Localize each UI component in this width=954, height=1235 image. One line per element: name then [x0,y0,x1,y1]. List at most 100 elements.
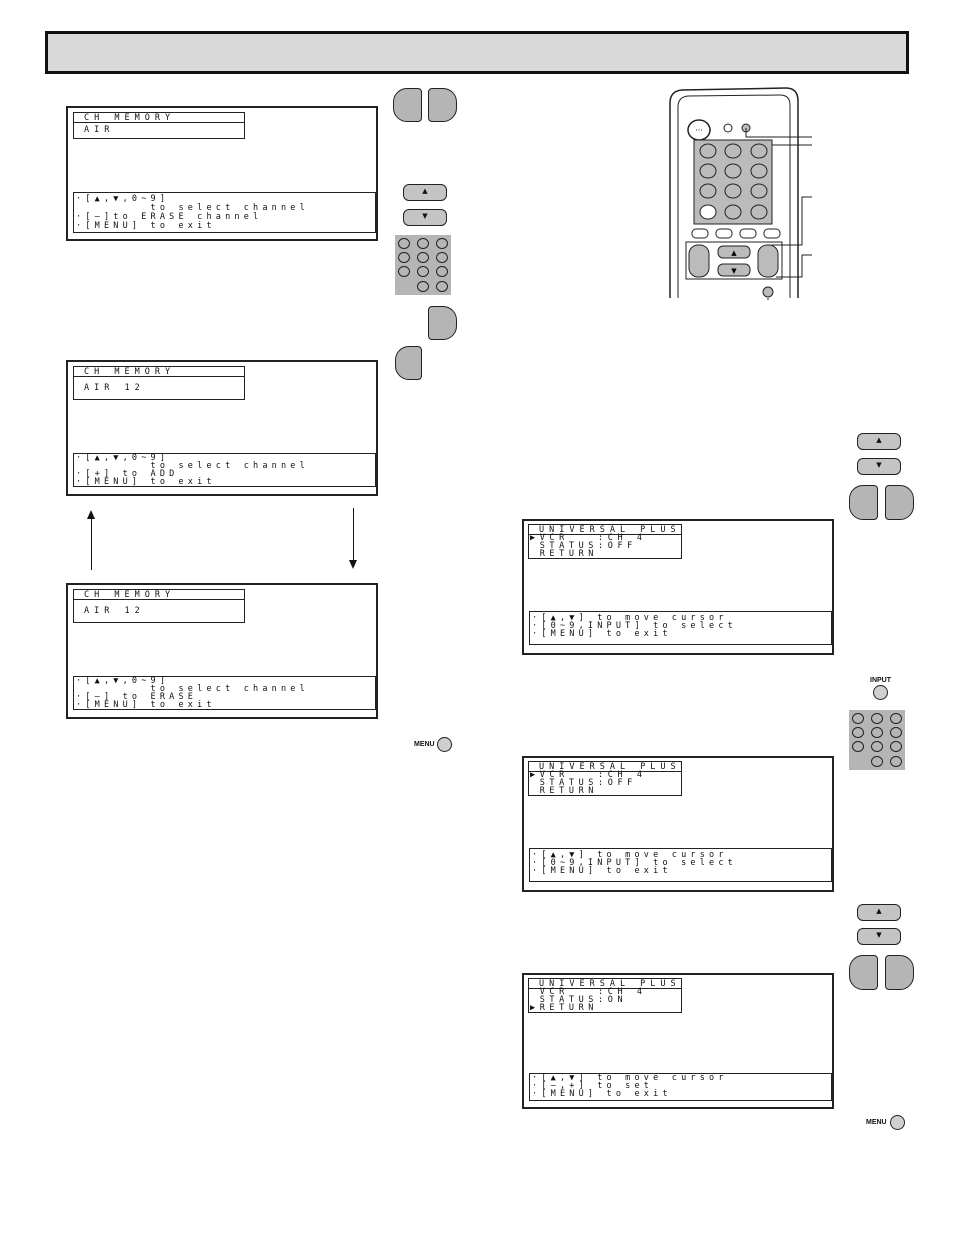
flow-arrow-up [91,518,92,570]
osd-title: CH MEMORY [84,590,176,600]
osd-title-box: CH MEMORY AIR 12 [73,366,245,400]
menu-item-return[interactable]: ▶RETURN [530,1003,599,1013]
osd-help-box: ·[▲,▼] to move cursor ·[0~9,INPUT] to se… [529,611,832,645]
key-6[interactable] [890,727,902,738]
arrow-down-icon [349,560,357,569]
volume-down-button[interactable] [849,485,878,520]
key-5[interactable] [871,727,883,738]
flow-arrow-down [353,508,354,564]
help-line: ·[MENU] to exit [76,221,216,231]
help-line: ·[–]to ERASE channel [76,212,263,222]
help-line: ·[▲,▼,0~9] [76,676,170,686]
help-line: to select channel [76,684,309,694]
menu-label: MENU [414,741,435,748]
menu-item-status[interactable]: STATUS:OFF [530,541,637,551]
universal-plus-screen-2: UNIVERSAL PLUS ▶VCR :CH 4 STATUS:OFF RET… [522,756,834,892]
help-line: ·[▲,▼] to move cursor [532,613,728,623]
key-100[interactable] [871,756,883,767]
menu-item-return[interactable]: RETURN [530,549,599,559]
menu-item-vcr[interactable]: VCR :CH 4 [530,987,647,997]
osd-title: UNIVERSAL PLUS [539,525,681,535]
osd-help-box: ·[▲,▼] to move cursor ·[–,+] to set ·[ME… [529,1073,832,1101]
volume-up-button[interactable] [885,955,914,990]
osd-title: CH MEMORY [84,113,176,123]
osd-value: AIR [84,125,115,135]
help-line: ·[MENU] to exit [532,866,672,876]
key-4[interactable] [852,727,864,738]
remote-tv-button[interactable] [723,123,733,133]
volume-down-button[interactable] [849,955,878,990]
up-arrow-button[interactable]: ▲ [403,184,447,201]
key-1[interactable] [852,713,864,724]
osd-title: CH MEMORY [84,367,176,377]
down-arrow-button[interactable]: ▼ [857,928,901,945]
key-7[interactable] [852,741,864,752]
osd-help-box: ·[▲,▼,0~9] to select channel ·[–]to ERAS… [73,192,376,233]
menu-item-return[interactable]: RETURN [530,786,599,796]
universal-plus-screen-3: UNIVERSAL PLUS VCR :CH 4 STATUS:ON ▶RETU… [522,973,834,1109]
key-0[interactable] [436,281,448,292]
remote-up-glyph: ▲ [731,249,737,257]
up-arrow-button[interactable]: ▲ [857,433,901,450]
help-line: ·[0~9,INPUT] to select [532,621,737,631]
osd-title: UNIVERSAL PLUS [539,979,681,989]
key-6[interactable] [436,252,448,263]
key-2[interactable] [871,713,883,724]
menu-button[interactable] [437,737,452,752]
osd-title: UNIVERSAL PLUS [539,762,681,772]
input-button[interactable] [873,685,888,700]
osd-title-box: UNIVERSAL PLUS [528,761,682,796]
help-line: ·[0~9,INPUT] to select [532,858,737,868]
remote-volume-down[interactable] [688,244,710,278]
key-9[interactable] [436,266,448,277]
menu-item-vcr[interactable]: ▶VCR :CH 4 [530,770,647,780]
help-line: ·[MENU] to exit [532,1089,672,1099]
key-2[interactable] [417,238,429,249]
ch-memory-screen-2: CH MEMORY AIR 12 ·[▲,▼,0~9] to select ch… [66,360,378,496]
key-8[interactable] [871,741,883,752]
osd-title-box: UNIVERSAL PLUS [528,978,682,1013]
key-3[interactable] [436,238,448,249]
up-arrow-button[interactable]: ▲ [857,904,901,921]
volume-up-button[interactable] [428,306,457,340]
menu-item-status[interactable]: STATUS:ON [530,995,628,1005]
key-3[interactable] [890,713,902,724]
osd-title-box: CH MEMORY AIR [73,112,245,139]
number-keypad[interactable] [395,235,451,295]
help-line: ·[MENU] to exit [532,629,672,639]
key-4[interactable] [398,252,410,263]
down-arrow-button[interactable]: ▼ [857,458,901,475]
channel-down-button[interactable] [393,88,422,122]
help-line: ·[▲,▼] to move cursor [532,1073,728,1083]
menu-item-status[interactable]: STATUS:OFF [530,778,637,788]
remote-channel-down[interactable] [717,263,751,277]
help-line: ·[MENU] to exit [76,477,216,487]
key-1[interactable] [398,238,410,249]
help-line: to select channel [76,461,309,471]
key-5[interactable] [417,252,429,263]
remote-control-illustration: ··· ▲ ▼ [669,87,812,300]
down-arrow-button[interactable]: ▼ [403,209,447,226]
key-8[interactable] [417,266,429,277]
number-keypad[interactable] [849,710,905,770]
remote-menu-button[interactable] [762,286,774,298]
help-line: ·[–] to ERASE [76,692,198,702]
volume-up-button[interactable] [885,485,914,520]
help-line: to select channel [76,203,309,213]
remote-volume-up[interactable] [757,244,779,278]
key-9[interactable] [890,741,902,752]
menu-item-vcr[interactable]: ▶VCR :CH 4 [530,533,647,543]
key-7[interactable] [398,266,410,277]
key-0[interactable] [890,756,902,767]
osd-help-box: ·[▲,▼,0~9] to select channel ·[+] to ADD… [73,453,376,487]
menu-button[interactable] [890,1115,905,1130]
help-line: ·[–,+] to set [532,1081,654,1091]
key-100[interactable] [417,281,429,292]
remote-keypad[interactable] [699,143,768,220]
remote-channel-up[interactable] [717,245,751,259]
menu-label: MENU [866,1119,887,1126]
channel-up-button[interactable] [428,88,457,122]
help-line: ·[▲,▼,0~9] [76,194,170,204]
osd-help-box: ·[▲,▼] to move cursor ·[0~9,INPUT] to se… [529,848,832,882]
volume-down-button[interactable] [395,346,422,380]
